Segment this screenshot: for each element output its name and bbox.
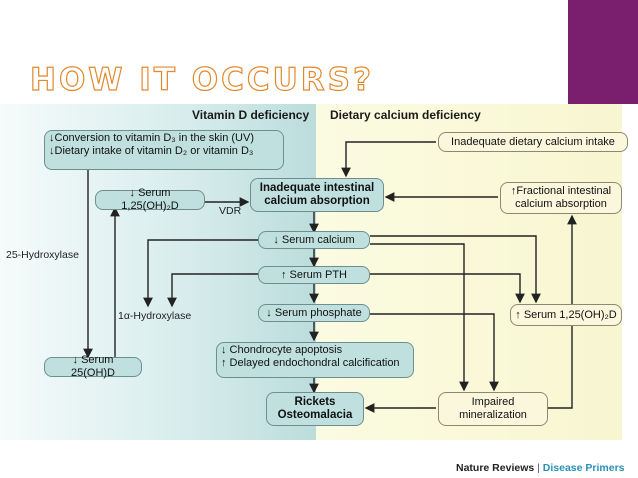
pathway-diagram: Vitamin D deficiency Dietary calcium def… <box>0 104 628 440</box>
box-serum-pth: ↑ Serum PTH <box>258 266 370 284</box>
box-fractional-absorption: ↑Fractional intestinal calcium absorptio… <box>500 182 622 214</box>
label-1a-hydroxylase: 1α-Hydroxylase <box>118 310 192 322</box>
side-bar-spacer <box>622 104 638 478</box>
box-impaired-mineralization: Impaired mineralization <box>438 392 548 426</box>
label-25-hydroxylase: 25-Hydroxylase <box>6 249 79 261</box>
conversion-line-2: ↓Dietary intake of vitamin D₂ or vitamin… <box>49 144 254 157</box>
box-inadequate-absorption: Inadequate intestinal calcium absorption <box>250 178 384 212</box>
box-conversion: ↓Conversion to vitamin D₃ in the skin (U… <box>44 130 284 170</box>
credit-separator: | <box>537 462 540 474</box>
rickets-line-1: Rickets <box>294 395 336 408</box>
box-serum-phosphate: ↓ Serum phosphate <box>258 304 370 322</box>
chondrocyte-line-1: ↓ Chondrocyte apoptosis <box>221 344 343 356</box>
label-vdr: VDR <box>219 205 242 217</box>
box-chondrocyte: ↓ Chondrocyte apoptosis ↑ Delayed endoch… <box>216 342 414 378</box>
decorative-side-bar <box>568 0 638 104</box>
box-serum-125-left: ↓ Serum 1,25(OH)₂D <box>95 187 205 212</box>
rickets-line-2: Osteomalacia <box>277 409 353 421</box>
chondrocyte-line-2: ↑ Delayed endochondral calcification <box>221 356 400 369</box>
conversion-line-1: ↓Conversion to vitamin D₃ in the skin (U… <box>49 132 254 144</box>
box-serum-calcium: ↓ Serum calcium <box>258 231 370 249</box>
header-vitamin-d: Vitamin D deficiency <box>192 108 310 122</box>
source-credit: Nature Reviews | Disease Primers <box>456 462 625 474</box>
box-inadequate-dietary: Inadequate dietary calcium intake <box>438 132 628 152</box>
box-rickets: Rickets Osteomalacia <box>266 392 364 426</box>
box-serum-25: ↓ Serum 25(OH)D <box>44 354 142 379</box>
pathway-arrows <box>83 141 577 413</box>
box-serum-125-right: ↑ Serum 1,25(OH)₂D <box>510 304 622 326</box>
slide-title: How it occurs? <box>29 61 374 98</box>
credit-journal: Nature Reviews <box>456 462 535 474</box>
header-dietary-calcium: Dietary calcium deficiency <box>330 108 481 122</box>
credit-series: Disease Primers <box>542 462 625 474</box>
